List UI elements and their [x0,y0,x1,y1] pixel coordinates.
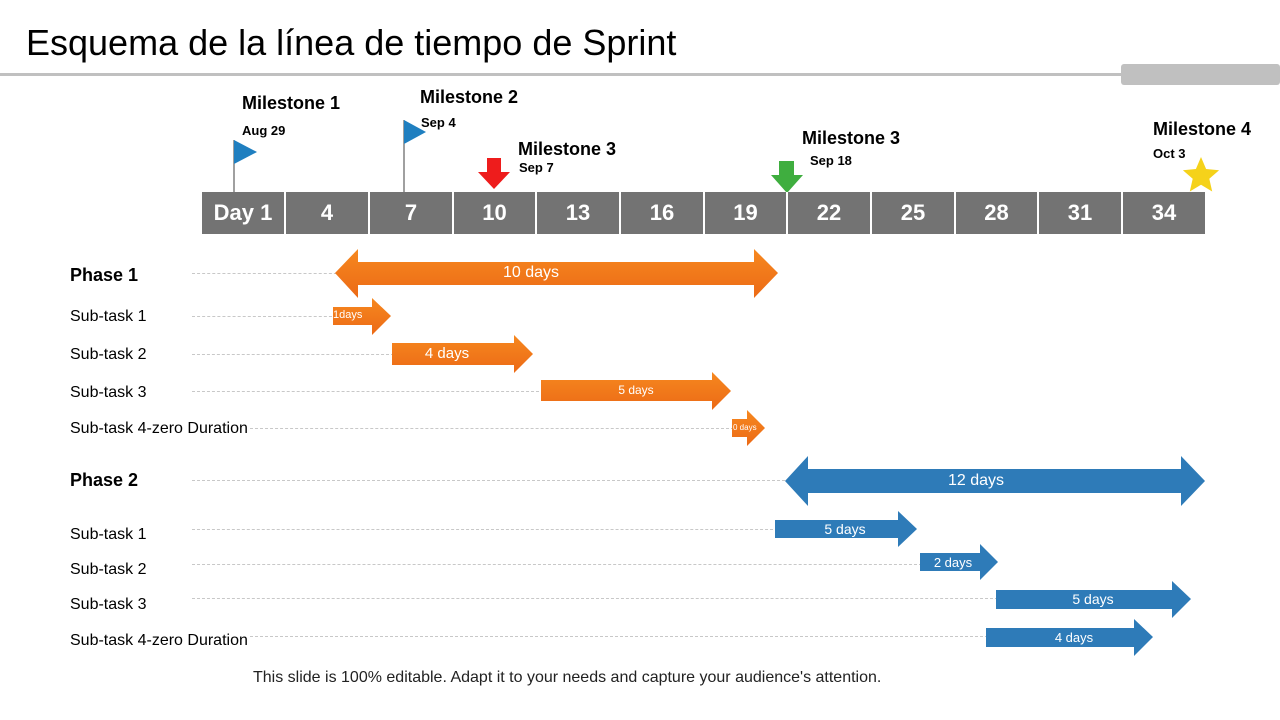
phase-1-task-3-bar [541,372,731,410]
phase-2-task-3-label: Sub-task 3 [70,596,147,613]
phase-2-task-1-bar-label: 5 days [824,521,866,537]
phase-2-task-3-bar [996,581,1191,618]
phase-1-label: Phase 1 [70,265,139,285]
milestone-2-name: Milestone 2 [420,87,519,107]
star-icon [1182,157,1220,192]
day-cell: Day 1 [202,192,286,234]
phase-2-task-4-label: Sub-task 4-zero Duration [70,632,248,649]
phase-2-label: Phase 2 [70,470,139,490]
page-title: Esquema de la línea de tiempo de Sprint [26,22,677,63]
phase-2-task-3-bar-label: 5 days [1072,591,1114,607]
guide-line [192,564,922,565]
guide-line [250,428,734,429]
milestone-3b-date: Sep 18 [810,153,852,168]
phase-1-task-1-bar-label: 1days [333,309,363,321]
day-cell: 10 [454,192,537,234]
guide-line [192,354,394,355]
phase-2-task-1-bar [775,511,917,547]
phase-1-task-4-bar [732,410,765,446]
phase-1-task-3-label: Sub-task 3 [70,384,147,401]
day-scale: Day 1 4 7 10 13 16 19 22 25 28 31 34 [202,192,1205,234]
guide-line [250,636,988,637]
phase-1-task-2-bar [392,335,533,373]
phase-2-bar-label: 12 days [947,472,1005,489]
guide-line [192,391,544,392]
day-cell: 25 [872,192,956,234]
guide-line [192,480,790,481]
milestone-1-name: Milestone 1 [242,93,341,113]
phase-1-task-2-label: Sub-task 2 [70,346,147,363]
phase-2-task-2-bar-label: 2 days [933,555,973,570]
day-cell: 16 [621,192,705,234]
phase-1-bar [335,249,778,298]
phase-2-bar [785,456,1205,506]
title-divider [0,73,1130,76]
phase-2-task-2-bar [920,544,998,580]
phase-1-task-1-label: Sub-task 1 [70,308,147,325]
footer-note: This slide is 100% editable. Adapt it to… [253,669,882,686]
milestone-3b-name: Milestone 3 [802,128,901,148]
day-cell: 7 [370,192,454,234]
phase-2-task-1-label: Sub-task 1 [70,526,147,543]
phase-2-task-4-bar [986,619,1153,656]
phase-1-task-4-label: Sub-task 4-zero Duration [70,420,248,437]
down-arrow-icon [771,161,803,193]
milestone-1-date: Aug 29 [242,123,286,138]
guide-line [192,598,998,599]
day-cell: 22 [788,192,872,234]
day-cell: 13 [537,192,621,234]
phase-1-task-2-bar-label: 4 days [424,345,470,362]
day-cell: 19 [705,192,788,234]
guide-line [192,529,778,530]
guide-line [192,273,342,274]
day-cell: 28 [956,192,1039,234]
phase-2-task-2-label: Sub-task 2 [70,561,147,578]
phase-1-task-4-bar-label: 0 days [733,423,757,432]
milestone-3-date: Sep 7 [519,160,554,175]
down-arrow-icon [478,158,510,189]
day-cell: 4 [286,192,370,234]
day-cell: 34 [1123,192,1205,234]
phase-1-bar-label: 10 days [502,264,560,281]
title-accent-tab [1121,64,1280,85]
milestone-2-date: Sep 4 [421,115,456,130]
phase-1-task-1-bar [333,298,391,335]
milestone-4-date: Oct 3 [1153,146,1186,161]
milestone-4-name: Milestone 4 [1153,119,1252,139]
day-cell: 31 [1039,192,1123,234]
phase-1-task-3-bar-label: 5 days [618,383,654,397]
milestone-3-name: Milestone 3 [518,139,617,159]
guide-line [192,316,337,317]
phase-2-task-4-bar-label: 4 days [1054,630,1094,645]
